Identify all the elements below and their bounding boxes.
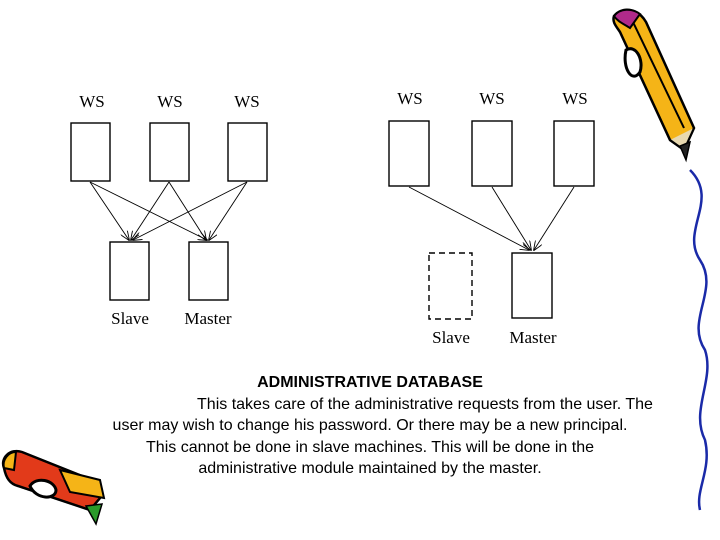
- pencil-icon: [1, 449, 106, 526]
- left-master-box: [188, 241, 229, 301]
- left-arrow-ws2-slave: [131, 181, 170, 240]
- pencil-icon: [612, 8, 696, 163]
- right-arrow-ws3-master: [534, 186, 575, 250]
- right-ws-label-1: WS: [397, 89, 423, 108]
- right-slave-label: Slave: [432, 328, 470, 347]
- description-line-1: This takes care of the administrative re…: [197, 395, 653, 413]
- left-ws-label-3: WS: [234, 92, 260, 111]
- description-line-2: user may wish to change his password. Or…: [112, 417, 628, 434]
- right-arrow-ws1-master: [408, 186, 529, 250]
- left-ws-label-2: WS: [157, 92, 183, 111]
- right-ws-box-2: [471, 120, 513, 187]
- left-ws-box-1: [70, 122, 111, 182]
- left-arrow-ws1-slave: [89, 181, 129, 240]
- right-diagram: WS WS WS Slave Master: [388, 89, 595, 347]
- right-ws-box-1: [388, 120, 430, 187]
- right-ws-label-2: WS: [479, 89, 505, 108]
- description-line-3: This cannot be done in slave machines. T…: [146, 438, 594, 456]
- description-text-block: ADMINISTRATIVE DATABASE This takes care …: [40, 372, 700, 480]
- right-master-box: [511, 252, 553, 319]
- left-slave-label: Slave: [111, 309, 149, 328]
- right-ws-label-3: WS: [562, 89, 588, 108]
- left-arrow-ws3-master: [209, 181, 248, 240]
- decorative-border-line: [689, 169, 709, 511]
- right-arrow-ws2-master: [491, 186, 531, 250]
- left-slave-box: [109, 241, 150, 301]
- right-master-label: Master: [509, 328, 557, 347]
- left-ws-box-2: [149, 122, 190, 182]
- left-diagram: WS WS WS Slave Master: [70, 92, 268, 328]
- left-arrow-ws1-master: [89, 181, 207, 240]
- left-master-label: Master: [184, 309, 232, 328]
- left-ws-label-1: WS: [79, 92, 105, 111]
- left-arrow-ws2-master: [168, 181, 206, 240]
- description-line-4: administrative module maintained by the …: [198, 460, 542, 477]
- section-title: ADMINISTRATIVE DATABASE: [257, 374, 483, 391]
- left-arrow-ws3-slave: [133, 181, 248, 240]
- right-ws-box-3: [553, 120, 595, 187]
- left-ws-box-3: [227, 122, 268, 182]
- right-slave-box: [428, 252, 473, 320]
